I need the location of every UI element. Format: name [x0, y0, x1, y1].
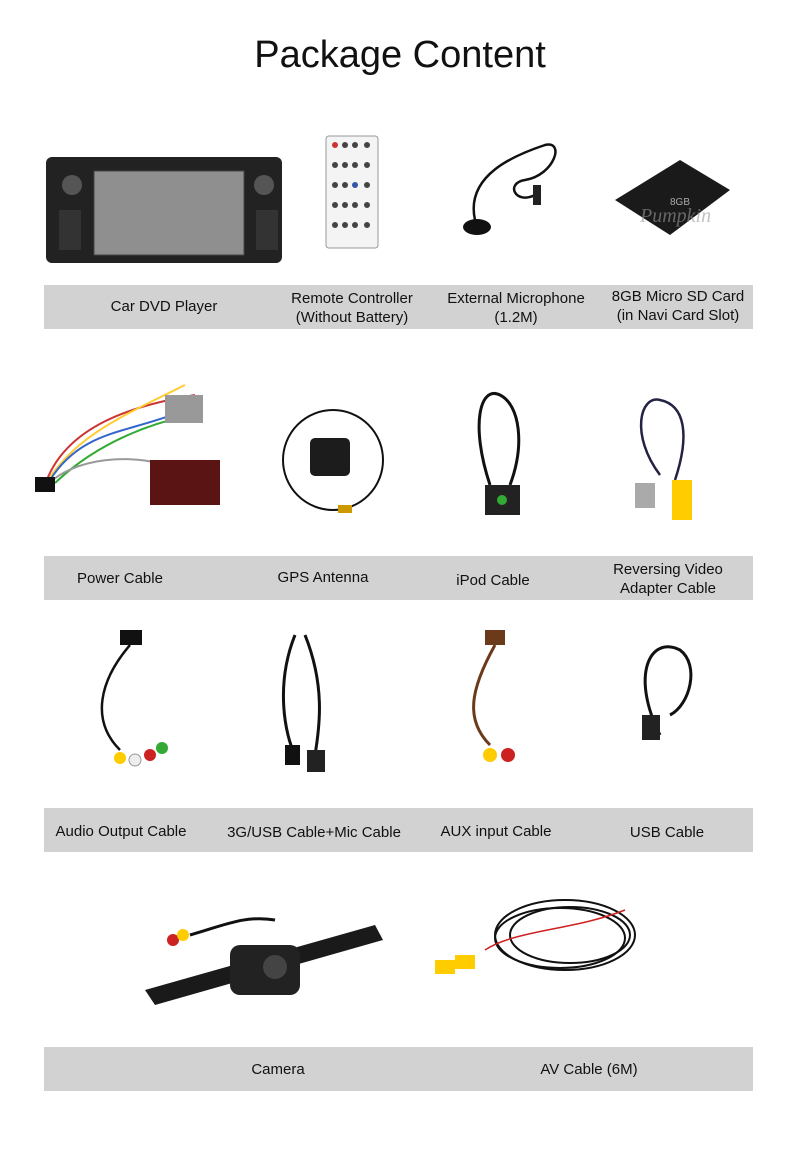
item-label: USB Cable [630, 823, 704, 842]
aux-cable-image [472, 630, 515, 762]
item-label-text: Audio Output Cable [55, 823, 187, 840]
power-cable-image [35, 384, 220, 505]
ipod-cable-image [477, 392, 521, 515]
sd-card-image: 8GB Pumpkin [615, 160, 730, 235]
item-label-text: AUX input Cable [440, 823, 552, 840]
item-label-text: Camera [251, 1061, 305, 1078]
item-label: AV Cable (6M) [540, 1060, 637, 1079]
video-adapter-cable-image [635, 398, 692, 520]
label-bar [44, 285, 753, 329]
item-label: 3G/USB Cable+Mic Cable [227, 823, 401, 842]
item-label-text: AV Cable (6M) [540, 1061, 638, 1078]
item-label: Audio Output Cable [56, 822, 187, 841]
item-label-text: (in Navi Card Slot) [616, 307, 740, 324]
page-title: Package Content [254, 34, 546, 76]
item-label-text: GPS Antenna [277, 569, 369, 586]
remote-controller-image [325, 135, 379, 249]
usb-mic-cable-image [281, 634, 325, 772]
item-label-text: (Without Battery) [295, 309, 409, 326]
item-label: Power Cable [77, 569, 163, 588]
microphone-image [463, 143, 557, 235]
item-label-text: Car DVD Player [110, 298, 218, 315]
item-label: Camera [251, 1060, 304, 1079]
item-label: 8GB Micro SD Card (in Navi Card Slot) [612, 287, 745, 325]
item-label-text: External Microphone [447, 290, 585, 307]
watermark: Pumpkin [639, 205, 711, 227]
label-bar [44, 556, 753, 600]
label-bar [44, 808, 753, 852]
item-label: Remote Controller (Without Battery) [291, 289, 413, 327]
item-label-text: (1.2M) [494, 309, 538, 326]
item-label: AUX input Cable [441, 822, 552, 841]
item-label: External Microphone (1.2M) [447, 289, 585, 327]
svg-text:8GB: 8GB [670, 197, 690, 208]
item-label-text: USB Cable [629, 824, 705, 841]
item-label-text: 3G/USB Cable+Mic Cable [227, 824, 401, 841]
item-label: Car DVD Player [111, 297, 218, 316]
item-label-text: Adapter Cable [620, 580, 716, 597]
car-dvd-player-image [46, 157, 282, 263]
item-label: iPod Cable [456, 571, 529, 590]
gps-antenna-image [282, 409, 384, 513]
camera-image [145, 917, 383, 1005]
usb-cable-image [642, 645, 693, 740]
label-bar [44, 1047, 753, 1091]
item-label: GPS Antenna [278, 568, 369, 587]
audio-cable-image [100, 630, 168, 767]
item-label-text: 8GB Micro SD Card [611, 288, 745, 305]
item-label-text: Reversing Video [613, 561, 723, 578]
item-label-text: iPod Cable [456, 572, 530, 589]
av-cable-image [435, 899, 636, 974]
item-label-text: Remote Controller [291, 290, 413, 307]
item-label-text: Power Cable [77, 570, 163, 587]
